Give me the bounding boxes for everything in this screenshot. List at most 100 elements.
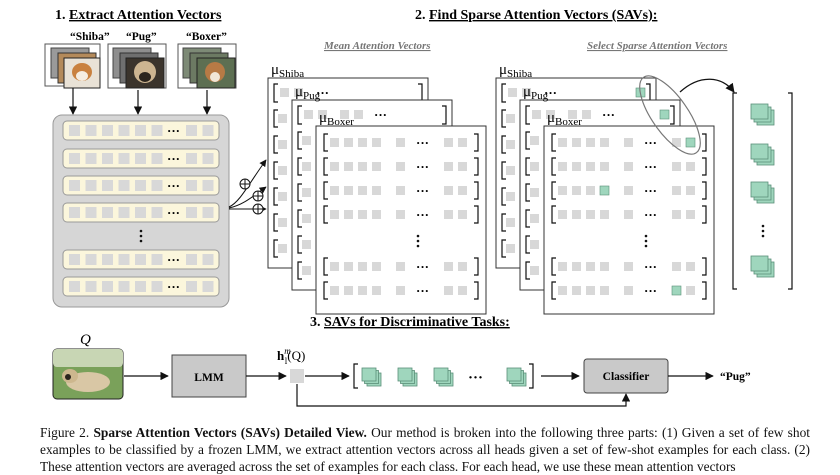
bracket-open xyxy=(551,281,556,300)
class-mean-label: μPug xyxy=(295,84,321,102)
vector-cell xyxy=(600,162,609,171)
vector-cell xyxy=(135,254,146,265)
vector-cell xyxy=(372,186,381,195)
vector-cell xyxy=(444,186,453,195)
vertical-ellipsis xyxy=(761,224,765,228)
sav-stack-icon xyxy=(750,143,775,166)
vertical-ellipsis xyxy=(761,229,765,233)
vector-cell xyxy=(135,180,146,191)
vector-cell xyxy=(396,186,405,195)
vector-cell xyxy=(458,186,467,195)
ellipsis: ··· xyxy=(468,370,483,386)
vector-cell xyxy=(202,125,214,136)
ellipsis: ··· xyxy=(316,85,329,100)
vector-cell xyxy=(85,180,97,191)
vector-cell xyxy=(302,188,311,197)
sav-stack-icon xyxy=(506,367,527,387)
vector-cell xyxy=(302,214,311,223)
example-label-boxer: “Boxer” xyxy=(186,31,227,43)
vector-cell xyxy=(358,138,367,147)
vector-cell xyxy=(151,207,163,218)
vertical-ellipsis xyxy=(416,244,420,248)
attention-rows: ·················· xyxy=(62,120,220,297)
sav-stack-icon xyxy=(750,103,775,126)
class-mean-label: μShiba xyxy=(271,62,304,80)
bracket-open xyxy=(323,205,328,224)
vector-cell xyxy=(202,254,214,265)
vector-cell xyxy=(586,286,595,295)
vector-cell xyxy=(344,286,353,295)
vector-cell xyxy=(330,186,339,195)
vector-cell xyxy=(330,286,339,295)
classifier-label: Classifier xyxy=(603,371,650,383)
bracket-close xyxy=(474,281,479,300)
vector-cell xyxy=(558,186,567,195)
vector-cell xyxy=(135,281,146,292)
bracket-open xyxy=(525,157,530,176)
vector-cell xyxy=(330,162,339,171)
bracket-open xyxy=(551,157,556,176)
vertical-ellipsis xyxy=(416,234,420,238)
vector-cell xyxy=(530,162,539,171)
vector-cell xyxy=(600,138,609,147)
bracket-open xyxy=(273,161,278,180)
sav-stack-icon xyxy=(750,255,775,278)
bracket-open xyxy=(501,187,506,206)
ellipsis: ··· xyxy=(167,279,180,294)
vector-cell xyxy=(151,125,163,136)
vector-cell xyxy=(318,110,327,119)
ellipsis: ··· xyxy=(644,183,657,198)
step3-title: 3. SAVs for Discriminative Tasks: xyxy=(310,315,510,330)
vector-cell xyxy=(686,262,695,271)
bracket-open xyxy=(323,257,328,276)
bracket-open xyxy=(501,161,506,180)
vector-cell xyxy=(572,162,581,171)
sav-stack-icon xyxy=(361,367,382,387)
vector-cell xyxy=(151,180,163,191)
figure: 1. Extract Attention Vectors 2. Find Spa… xyxy=(44,8,793,407)
selected-sav-cell xyxy=(599,185,610,196)
vector-cell xyxy=(118,254,130,265)
bracket-open xyxy=(525,209,530,228)
vector-cell xyxy=(586,162,595,171)
vector-cell xyxy=(572,210,581,219)
vector-cell xyxy=(118,281,130,292)
vector-cell xyxy=(586,210,595,219)
vector-cell xyxy=(586,262,595,271)
bracket-open xyxy=(323,157,328,176)
vector-cell xyxy=(85,207,97,218)
selected-sav-cell xyxy=(685,137,696,148)
bracket-open xyxy=(273,213,278,232)
bracket-open xyxy=(732,92,737,290)
vector-cell xyxy=(582,110,591,119)
vector-cell xyxy=(672,210,681,219)
class-mean-label: μPug xyxy=(523,84,549,102)
vector-cell xyxy=(506,166,515,175)
bracket-open xyxy=(501,213,506,232)
vector-cell xyxy=(396,138,405,147)
bracket-close xyxy=(474,181,479,200)
ellipsis: ··· xyxy=(167,205,180,220)
vector-cell xyxy=(354,110,363,119)
vector-cell xyxy=(624,162,633,171)
output-label: “Pug” xyxy=(720,371,751,383)
vector-cell xyxy=(278,114,287,123)
vector-cell xyxy=(686,186,695,195)
vector-cell xyxy=(396,210,405,219)
bracket-close xyxy=(788,92,793,290)
vector-cell xyxy=(302,266,311,275)
bracket-open xyxy=(323,133,328,152)
figure-diagram: 1. Extract Attention Vectors 2. Find Spa… xyxy=(44,8,793,407)
ellipsis: ··· xyxy=(416,259,429,274)
bracket-open xyxy=(297,235,302,254)
vector-cell xyxy=(330,262,339,271)
bracket-open xyxy=(323,281,328,300)
bracket-close xyxy=(702,133,707,152)
bracket-close xyxy=(442,105,447,125)
bracket-open xyxy=(273,83,278,103)
vector-cell xyxy=(530,136,539,145)
vector-cell xyxy=(396,162,405,171)
bracket-open xyxy=(297,157,302,176)
vector-cell xyxy=(102,180,113,191)
vector-cell xyxy=(568,110,577,119)
